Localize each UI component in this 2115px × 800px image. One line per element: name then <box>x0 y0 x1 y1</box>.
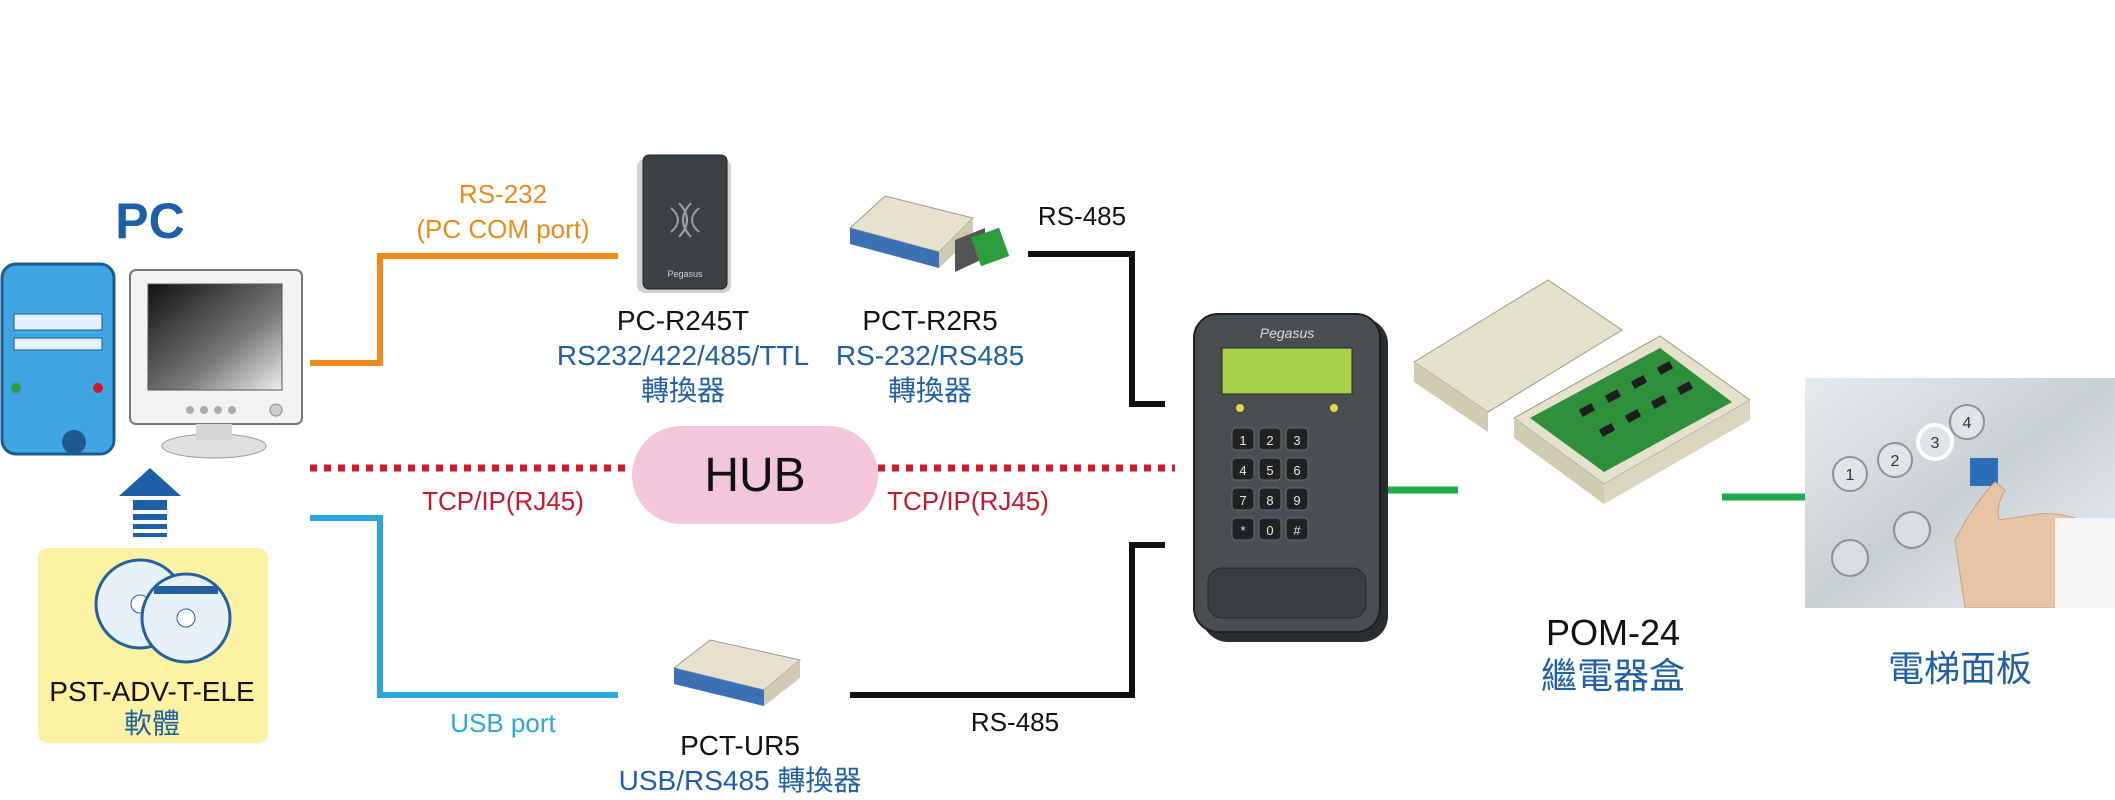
elevator-floor-label: 3 <box>1931 435 1940 452</box>
usb-line <box>310 515 618 698</box>
keypad-key-label: 1 <box>1239 433 1246 448</box>
keypad-key-label: 7 <box>1239 493 1246 508</box>
pct-r2r5-line2: 轉換器 <box>887 375 973 406</box>
pc-r245t-image: Pegasus <box>637 154 731 293</box>
keypad-key <box>1258 457 1282 481</box>
keypad-key <box>1231 487 1255 511</box>
keypad-key <box>1231 517 1255 541</box>
pc-r245t-line2: 轉換器 <box>640 375 726 406</box>
pct-ur5-line1: USB/RS485 轉換器 <box>618 765 862 796</box>
keypad-key-label: 6 <box>1293 463 1300 478</box>
rs232-line <box>310 253 618 366</box>
tcp-right-label: TCP/IP(RJ45) <box>887 486 1049 516</box>
elevator-floor-label: 2 <box>1891 453 1900 470</box>
elevator-floor-button <box>1832 456 1868 492</box>
elevator-floor-label: 1 <box>1846 467 1855 484</box>
pc-r245t-name: PC-R245T <box>616 305 750 336</box>
keypad-key <box>1285 517 1309 541</box>
pc-title: PC <box>115 193 185 249</box>
keypad-key-label: # <box>1293 523 1301 538</box>
pc-r245t-line1: RS232/422/485/TTL <box>556 340 810 371</box>
keypad-key <box>1285 457 1309 481</box>
elevator-label: 電梯面板 <box>1887 648 2033 689</box>
keypad-key-label: * <box>1240 523 1245 538</box>
keypad-key <box>1258 517 1282 541</box>
software-disc-icon <box>94 558 232 664</box>
pct-r2r5-image <box>848 195 1010 272</box>
pct-ur5-image <box>672 639 802 706</box>
keypad-key-label: 5 <box>1266 463 1273 478</box>
install-arrow-icon <box>119 468 181 537</box>
keypad-key <box>1231 427 1255 451</box>
usb-label: USB port <box>450 708 556 738</box>
controller-image: Pegasus 1 2 3 4 5 6 7 8 9 * 0 # <box>1193 313 1388 642</box>
elevator-panel-image: 1 2 3 4 <box>1805 378 2115 608</box>
elevator-buttons: 1 2 3 4 <box>1832 404 1985 492</box>
elevator-floor-button <box>1949 404 1985 440</box>
software-name: PST-ADV-T-ELE <box>49 676 255 707</box>
keypad-key <box>1285 427 1309 451</box>
keypad-key-label: 8 <box>1266 493 1273 508</box>
software-type: 軟體 <box>123 708 181 739</box>
pom24-image <box>1413 279 1750 504</box>
controller-brand: Pegasus <box>1260 325 1314 341</box>
tcp-left-label: TCP/IP(RJ45) <box>422 486 584 516</box>
pc-icon <box>0 262 303 459</box>
controller-keypad: 1 2 3 4 5 6 7 8 9 * 0 # <box>1231 427 1309 541</box>
hub: HUB <box>632 426 878 524</box>
keypad-key-label: 9 <box>1293 493 1300 508</box>
keypad-key-label: 3 <box>1293 433 1300 448</box>
rs485-top-label: RS-485 <box>1037 201 1127 231</box>
keypad-key-label: 0 <box>1266 523 1273 538</box>
hub-label: HUB <box>704 449 806 502</box>
elevator-floor-label: 4 <box>1963 415 1972 432</box>
keypad-key-label: 4 <box>1239 463 1246 478</box>
elevator-floor-button <box>1916 423 1954 461</box>
rs232-sub-label: (PC COM port) <box>416 214 590 244</box>
keypad-key <box>1231 457 1255 481</box>
pct-r2r5-line1: RS-232/RS485 <box>835 340 1025 371</box>
rs232-label: RS-232 <box>458 179 548 209</box>
keypad-key <box>1258 427 1282 451</box>
rs485-top-line <box>1028 251 1165 407</box>
pc-r245t-brand: Pegasus <box>667 269 703 279</box>
pom24-name: POM-24 <box>1545 612 1681 653</box>
elevator-floor-button <box>1877 442 1913 478</box>
rs485-bottom-line <box>850 542 1165 698</box>
keypad-key <box>1285 487 1309 511</box>
keypad-key-label: 2 <box>1266 433 1273 448</box>
pct-r2r5-name: PCT-R2R5 <box>862 305 998 336</box>
keypad-key <box>1258 487 1282 511</box>
pom24-line1: 繼電器盒 <box>1540 655 1686 696</box>
pct-ur5-name: PCT-UR5 <box>680 730 800 761</box>
rs485-bottom-label: RS-485 <box>970 707 1060 737</box>
